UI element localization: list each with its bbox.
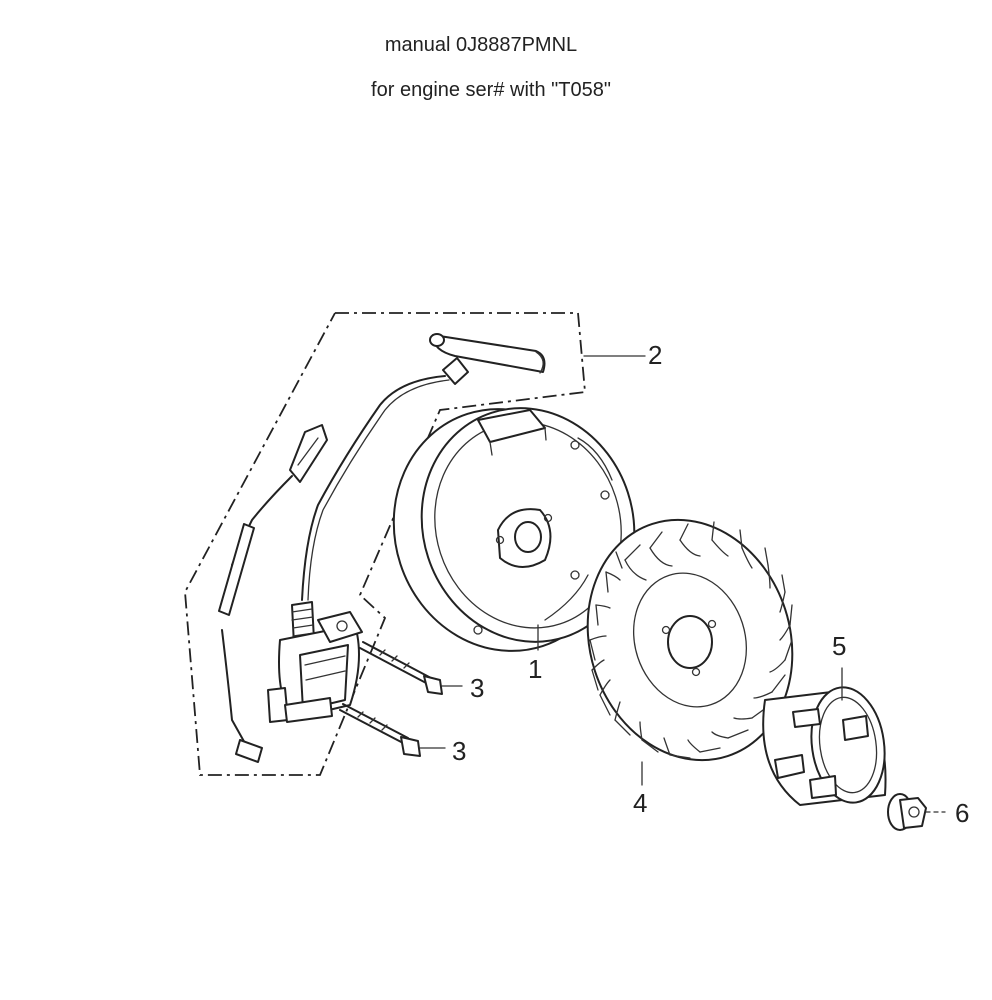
cooling-fan-icon xyxy=(586,518,794,762)
manual-number: manual 0J8887PMNL xyxy=(384,34,578,56)
callout-part-4: 4 xyxy=(633,788,647,818)
ignition-assembly-boundary xyxy=(184,312,586,776)
callout-part-5: 5 xyxy=(832,631,846,661)
bolt-icon xyxy=(359,641,443,695)
flywheel-icon xyxy=(392,407,636,652)
callout-part-3-lower: 3 xyxy=(452,736,466,766)
starter-cup-icon xyxy=(762,686,887,806)
callout-part-1: 1 xyxy=(528,654,542,684)
ignition-coil-icon xyxy=(267,601,363,723)
engine-serial-note: for engine ser# with "T058" xyxy=(371,79,611,101)
high-tension-cable xyxy=(301,375,446,601)
ground-lead-wire xyxy=(218,424,328,763)
spark-plug-cap-icon xyxy=(429,333,546,385)
flange-nut-icon xyxy=(887,793,927,831)
callout-part-6: 6 xyxy=(955,798,969,828)
bolt-icon xyxy=(339,703,421,757)
callout-part-2: 2 xyxy=(648,340,662,370)
callout-part-3-upper: 3 xyxy=(470,673,484,703)
